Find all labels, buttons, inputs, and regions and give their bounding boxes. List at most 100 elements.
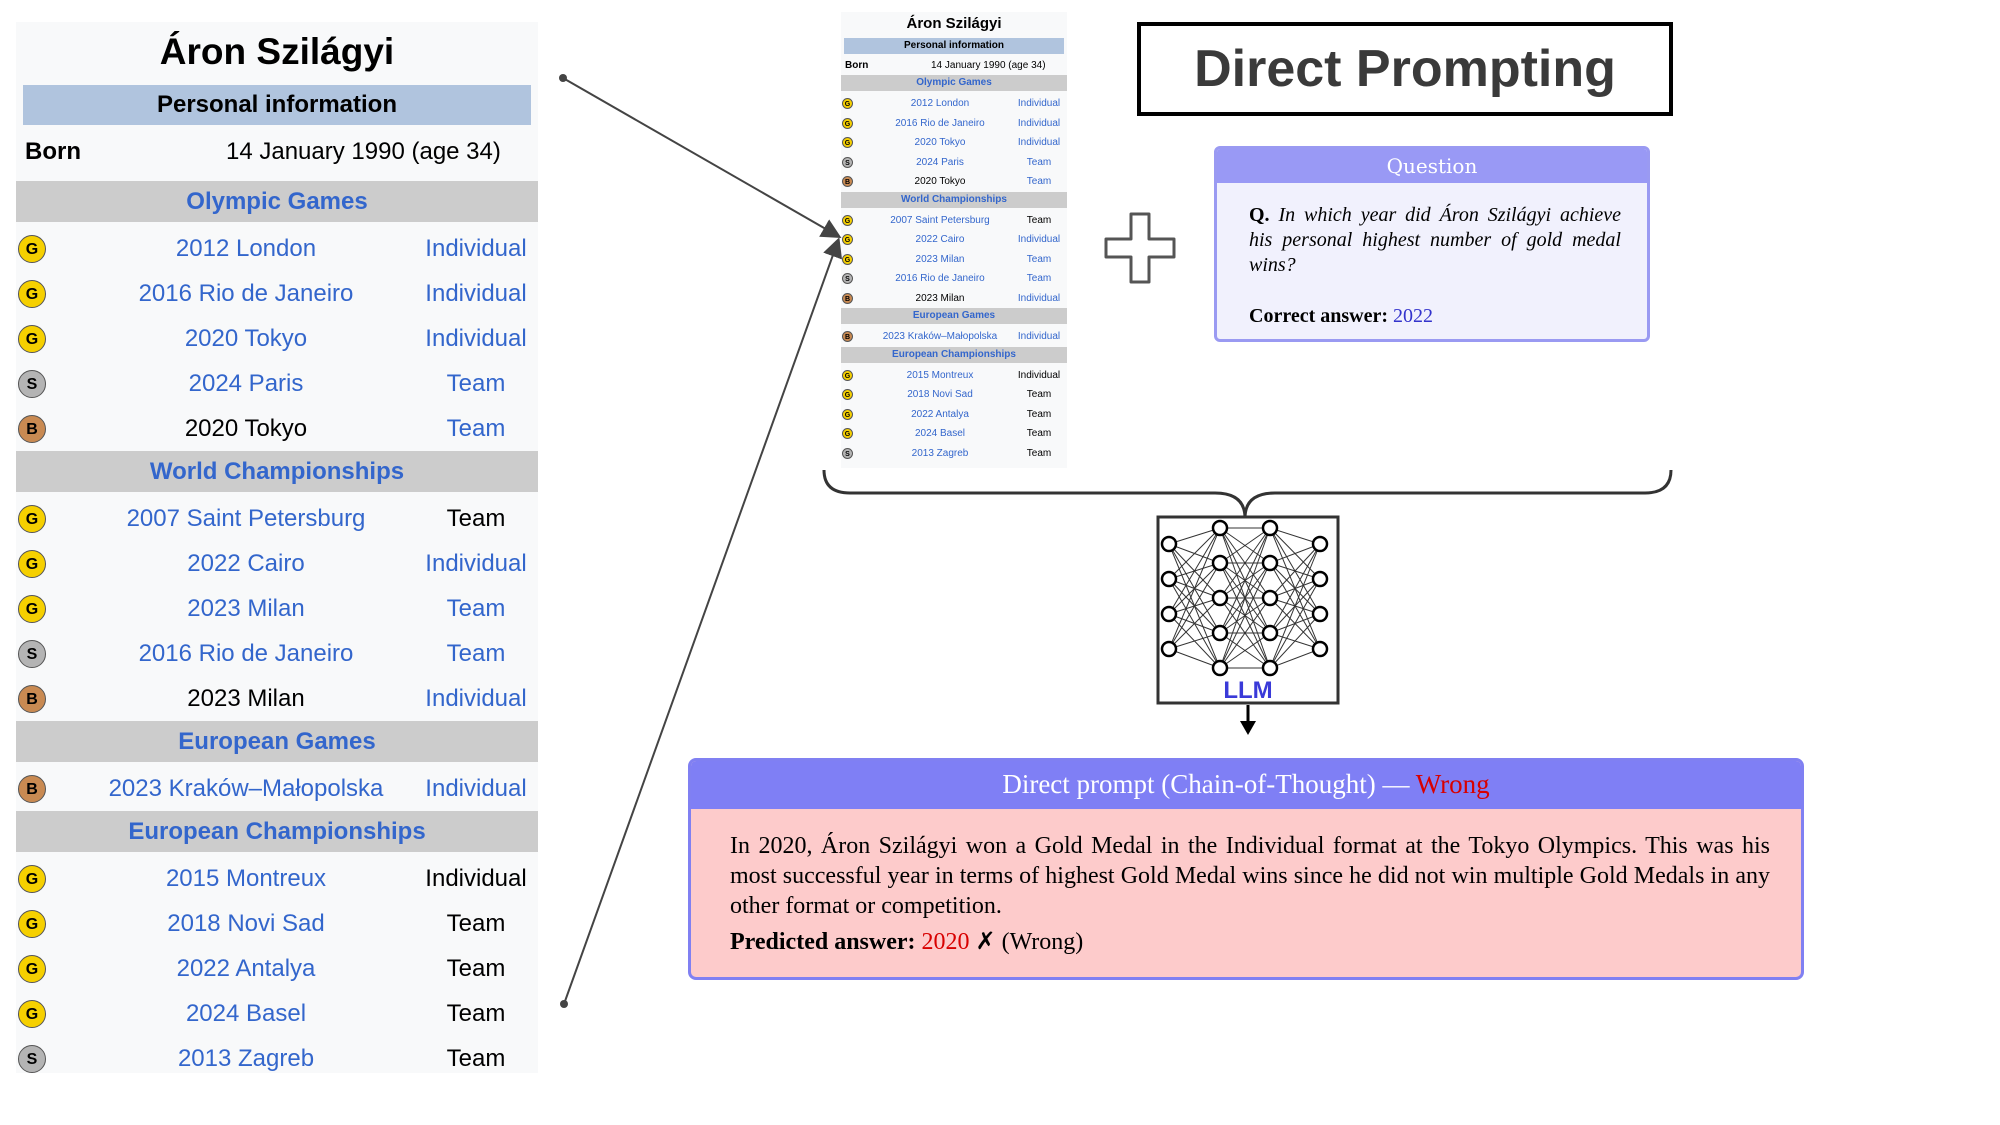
small-medal-event[interactable]: 2022 Antalya [911, 408, 969, 420]
medal-icon: B [18, 775, 46, 803]
medal-format[interactable]: Individual [425, 235, 527, 262]
medal-event[interactable]: 2018 Novi Sad [167, 910, 325, 937]
network-edge [1269, 543, 1321, 599]
network-edge [1168, 527, 1221, 615]
medal-format[interactable]: Team [446, 370, 506, 397]
small-medal-format[interactable]: Team [1026, 273, 1052, 284]
medal-event[interactable]: 2012 London [175, 235, 317, 262]
medal-event[interactable]: 2015 Montreux [165, 865, 327, 892]
medal-format: Team [446, 955, 506, 982]
medal-format[interactable]: Team [446, 595, 506, 622]
connector-lines [559, 74, 843, 1008]
network-node [1160, 605, 1178, 623]
born-value: 14 January 1990 (age 34) [226, 138, 501, 165]
network-edge [1219, 562, 1271, 669]
correct-answer-value: 2022 [1393, 305, 1434, 327]
network-edge [1168, 527, 1221, 650]
medal-event[interactable]: 2022 Cairo [187, 550, 305, 577]
small-medal-event[interactable]: 2018 Novi Sad [907, 389, 973, 400]
infobox-title: Áron Szilágyi [159, 31, 395, 72]
small-medal-event[interactable]: 2020 Tokyo [914, 137, 966, 148]
medal-event[interactable]: 2023 Kraków–Małopolska [108, 775, 384, 802]
small-medal-event[interactable]: 2023 Kraków–Małopolska [882, 331, 998, 342]
medal-format[interactable]: Individual [425, 280, 527, 307]
small-medal-format[interactable]: Individual [1017, 117, 1061, 129]
small-medal-format[interactable]: Individual [1017, 292, 1061, 304]
small-medal-event[interactable]: 2024 Paris [916, 156, 964, 168]
network-edge [1219, 597, 1271, 669]
connector-line-bottom [563, 237, 843, 1005]
small-medal-icon: G [842, 253, 853, 265]
small-medal-event[interactable]: 2007 Saint Petersburg [890, 214, 990, 226]
medal-event[interactable]: 2023 Milan [187, 595, 305, 622]
small-medal-event[interactable]: 2015 Montreux [906, 369, 974, 381]
infobox-small-born-value: 14 January 1990 (age 34) [931, 60, 1046, 71]
small-medal-format[interactable]: Team [1026, 253, 1052, 265]
small-medal-event[interactable]: 2016 Rio de Janeiro [895, 117, 985, 129]
medal-format[interactable]: Individual [425, 775, 527, 802]
small-medal-event[interactable]: 2022 Cairo [915, 234, 965, 245]
medal-format: Individual [425, 865, 527, 892]
medal-event[interactable]: 2016 Rio de Janeiro [138, 640, 354, 667]
small-medal-icon: G [842, 428, 853, 439]
medal-format[interactable]: Individual [425, 325, 527, 352]
small-medal-format: Team [1026, 447, 1052, 459]
personal-information-header: Personal information [23, 85, 531, 125]
network-edge [1219, 527, 1271, 564]
small-medal-icon: G [842, 369, 853, 381]
small-medal-format[interactable]: Individual [1017, 137, 1061, 148]
medal-event[interactable]: 2022 Antalya [176, 955, 316, 982]
small-medal-format[interactable]: Individual [1017, 331, 1061, 342]
medal-format[interactable]: Individual [425, 550, 527, 577]
small-medal-event[interactable]: 2023 Milan [915, 253, 965, 265]
infobox-small-section-header: European Games [841, 308, 1067, 324]
small-medal-event[interactable]: 2016 Rio de Janeiro [895, 273, 985, 284]
infobox-small-section-header: European Championships [841, 346, 1067, 363]
small-medal-format[interactable]: Team [1026, 176, 1052, 187]
small-medal-format: Team [1026, 408, 1052, 420]
small-medal-format[interactable]: Individual [1017, 98, 1061, 109]
medal-format[interactable]: Individual [425, 685, 527, 712]
small-medal-format[interactable]: Individual [1017, 234, 1061, 245]
question-marker: Q. [1249, 204, 1270, 226]
network-node [1311, 535, 1329, 553]
medal-icon: B [18, 685, 46, 713]
medal-format[interactable]: Team [446, 640, 506, 667]
network-edge [1219, 632, 1271, 669]
small-medal-event[interactable]: 2024 Basel [914, 428, 966, 439]
small-medal-format[interactable]: Team [1026, 156, 1052, 168]
network-node [1211, 659, 1229, 677]
medal-event[interactable]: 2024 Basel [185, 1000, 307, 1027]
small-medal-event[interactable]: 2012 London [910, 98, 970, 109]
medal-icon: G [18, 595, 46, 623]
response-box: Direct prompt (Chain-of-Thought) — Wrong… [688, 758, 1804, 980]
medal-icon: G [18, 325, 46, 353]
medal-icon: G [18, 1000, 46, 1028]
medal-event[interactable]: 2013 Zagreb [177, 1045, 315, 1072]
medal-event[interactable]: 2024 Paris [188, 370, 304, 397]
medal-format[interactable]: Team [446, 415, 506, 442]
small-medal-event: 2023 Milan [915, 292, 965, 304]
medal-event[interactable]: 2020 Tokyo [184, 325, 308, 352]
llm-label: LLM [1223, 677, 1272, 704]
network-edge [1168, 648, 1221, 669]
infobox-section-header: European Championships [16, 811, 538, 852]
medal-event[interactable]: 2007 Saint Petersburg [126, 505, 366, 532]
medal-event[interactable]: 2016 Rio de Janeiro [138, 280, 354, 307]
infobox-small-title: Áron Szilágyi [906, 15, 1002, 32]
question-box: Question Q. In which year did Áron Szilá… [1214, 146, 1650, 342]
infobox-section-header: World Championships [16, 451, 538, 492]
network-edge [1168, 597, 1221, 650]
small-medal-event[interactable]: 2013 Zagreb [911, 447, 969, 459]
